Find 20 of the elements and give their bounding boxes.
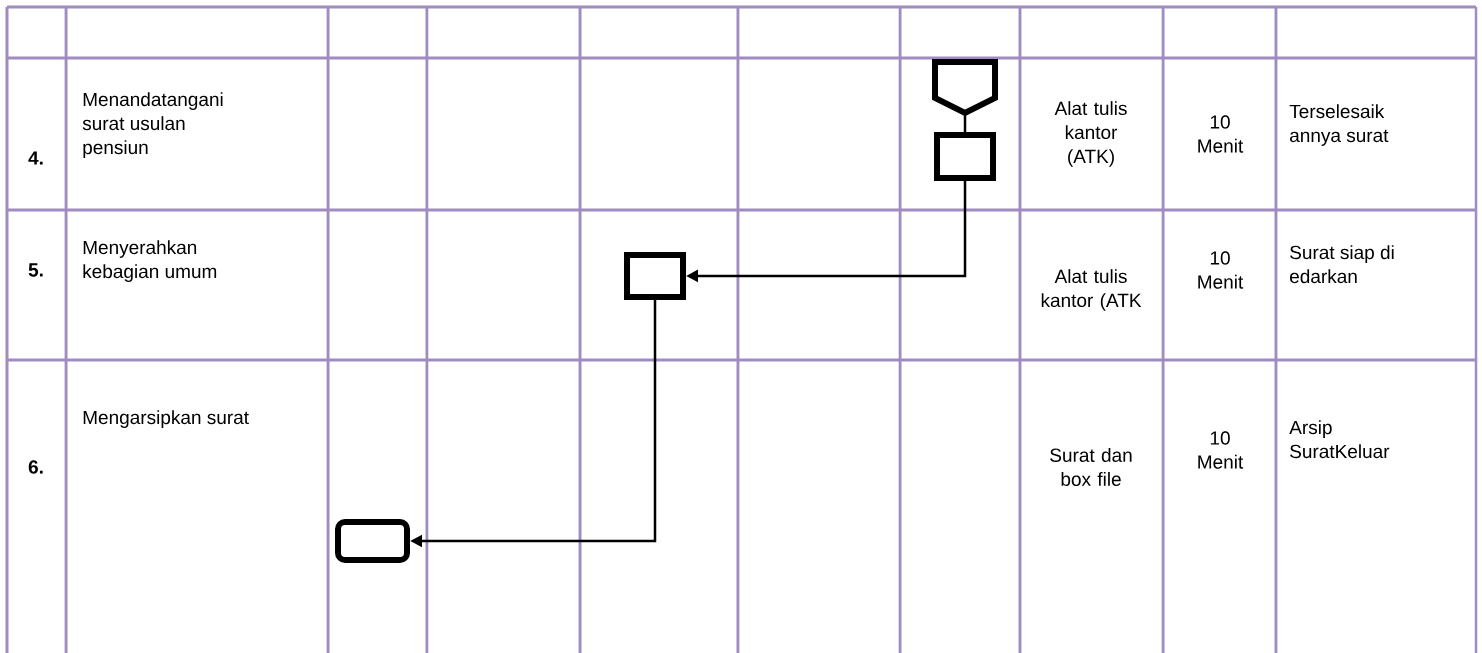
output-text: Terselesaik annya surat <box>1289 104 1389 146</box>
output-text: Arsip SuratKeluar <box>1289 420 1390 459</box>
terminal-box <box>335 519 410 563</box>
step-text: Mengarsipkan surat <box>83 410 249 428</box>
duration-text: 10 Menit <box>1198 431 1244 469</box>
process-box <box>934 132 996 181</box>
tool-text: Alat tulis kantor (ATK) <box>1054 101 1127 167</box>
row-number: 4. <box>28 151 43 165</box>
duration-text: 10 Menit <box>1198 115 1244 153</box>
output-text: Surat siap di edarkan <box>1290 245 1394 284</box>
process-box <box>624 252 686 300</box>
row-number: 6. <box>28 460 43 474</box>
tool-text: Alat tulis kantor (ATK <box>1041 269 1142 311</box>
connector-line <box>963 113 967 132</box>
step-text: Menandatangani surat usulan pensiun <box>82 92 223 158</box>
step-text: Menyerahkan kebagian umum <box>83 240 217 282</box>
duration-text: 10 Menit <box>1198 251 1244 289</box>
tool-text: Surat dan box file <box>1050 448 1132 486</box>
off-page-connector <box>932 59 998 117</box>
row-number: 5. <box>28 263 43 277</box>
